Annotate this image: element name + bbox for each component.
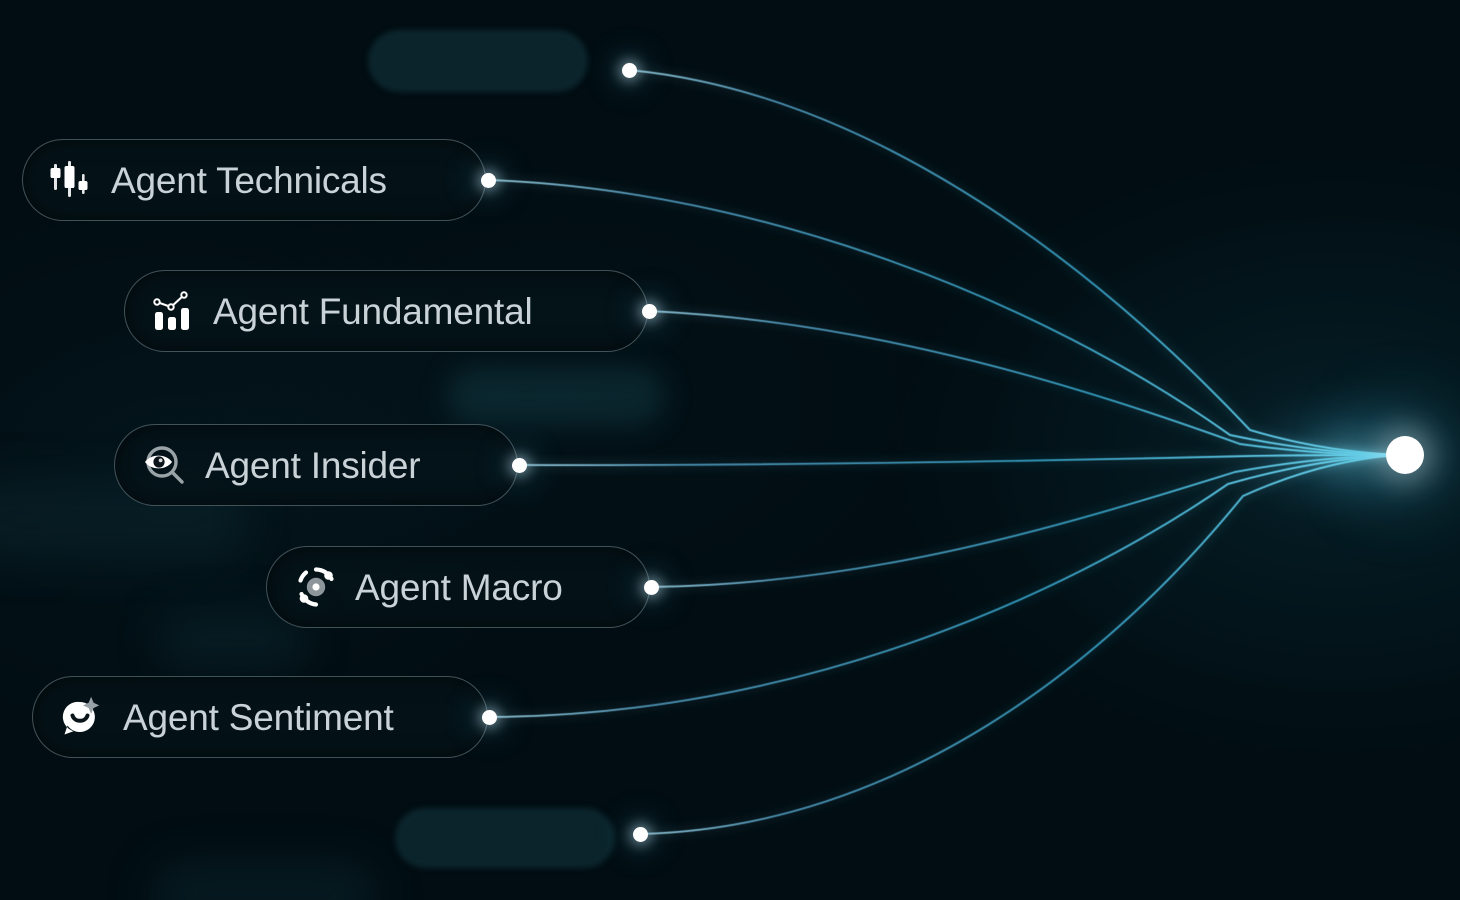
agent-pill-label: Agent Technicals	[111, 159, 387, 201]
agent-pill-label: Agent Insider	[205, 444, 421, 486]
connector-port-sentiment[interactable]	[481, 709, 497, 725]
link-curve-placeholder-bottom	[639, 454, 1397, 835]
agent-pill-technicals[interactable]: Agent Technicals	[22, 139, 486, 221]
ambient-blob	[150, 860, 380, 900]
agent-pill-insider[interactable]: Agent Insider	[114, 424, 518, 506]
agent-pill-label: Agent Macro	[355, 566, 563, 608]
eye-magnifier-icon	[141, 441, 189, 489]
agent-pill-label: Agent Fundamental	[213, 290, 533, 332]
agent-pill-fundamental[interactable]: Agent Fundamental	[124, 270, 648, 352]
connector-port-placeholder-bottom[interactable]	[632, 826, 648, 842]
atom-orbit-icon	[293, 564, 339, 610]
placeholder-top[interactable]	[368, 30, 588, 92]
agent-pill-sentiment[interactable]: Agent Sentiment	[32, 676, 488, 758]
ambient-blob	[447, 367, 665, 425]
candlestick-chart-icon	[49, 157, 95, 203]
link-curve-macro	[650, 454, 1397, 588]
link-curve-fundamental	[648, 310, 1397, 456]
link-curve-sentiment	[488, 454, 1397, 718]
convergence-node[interactable]	[1386, 436, 1424, 474]
agent-pill-macro[interactable]: Agent Macro	[266, 546, 650, 628]
connector-port-technicals[interactable]	[480, 172, 496, 188]
smiling-chat-sparkle-icon	[59, 693, 107, 741]
placeholder-bottom[interactable]	[395, 808, 615, 868]
connector-port-placeholder-top[interactable]	[621, 62, 637, 78]
connector-port-insider[interactable]	[511, 457, 527, 473]
agent-pill-label: Agent Sentiment	[123, 696, 394, 738]
connector-port-fundamental[interactable]	[641, 303, 657, 319]
link-curve-placeholder-top	[628, 69, 1397, 456]
connector-port-macro[interactable]	[643, 579, 659, 595]
link-curve-insider	[518, 454, 1397, 466]
link-curve-technicals	[487, 179, 1397, 456]
bar-chart-trend-icon	[151, 288, 197, 334]
